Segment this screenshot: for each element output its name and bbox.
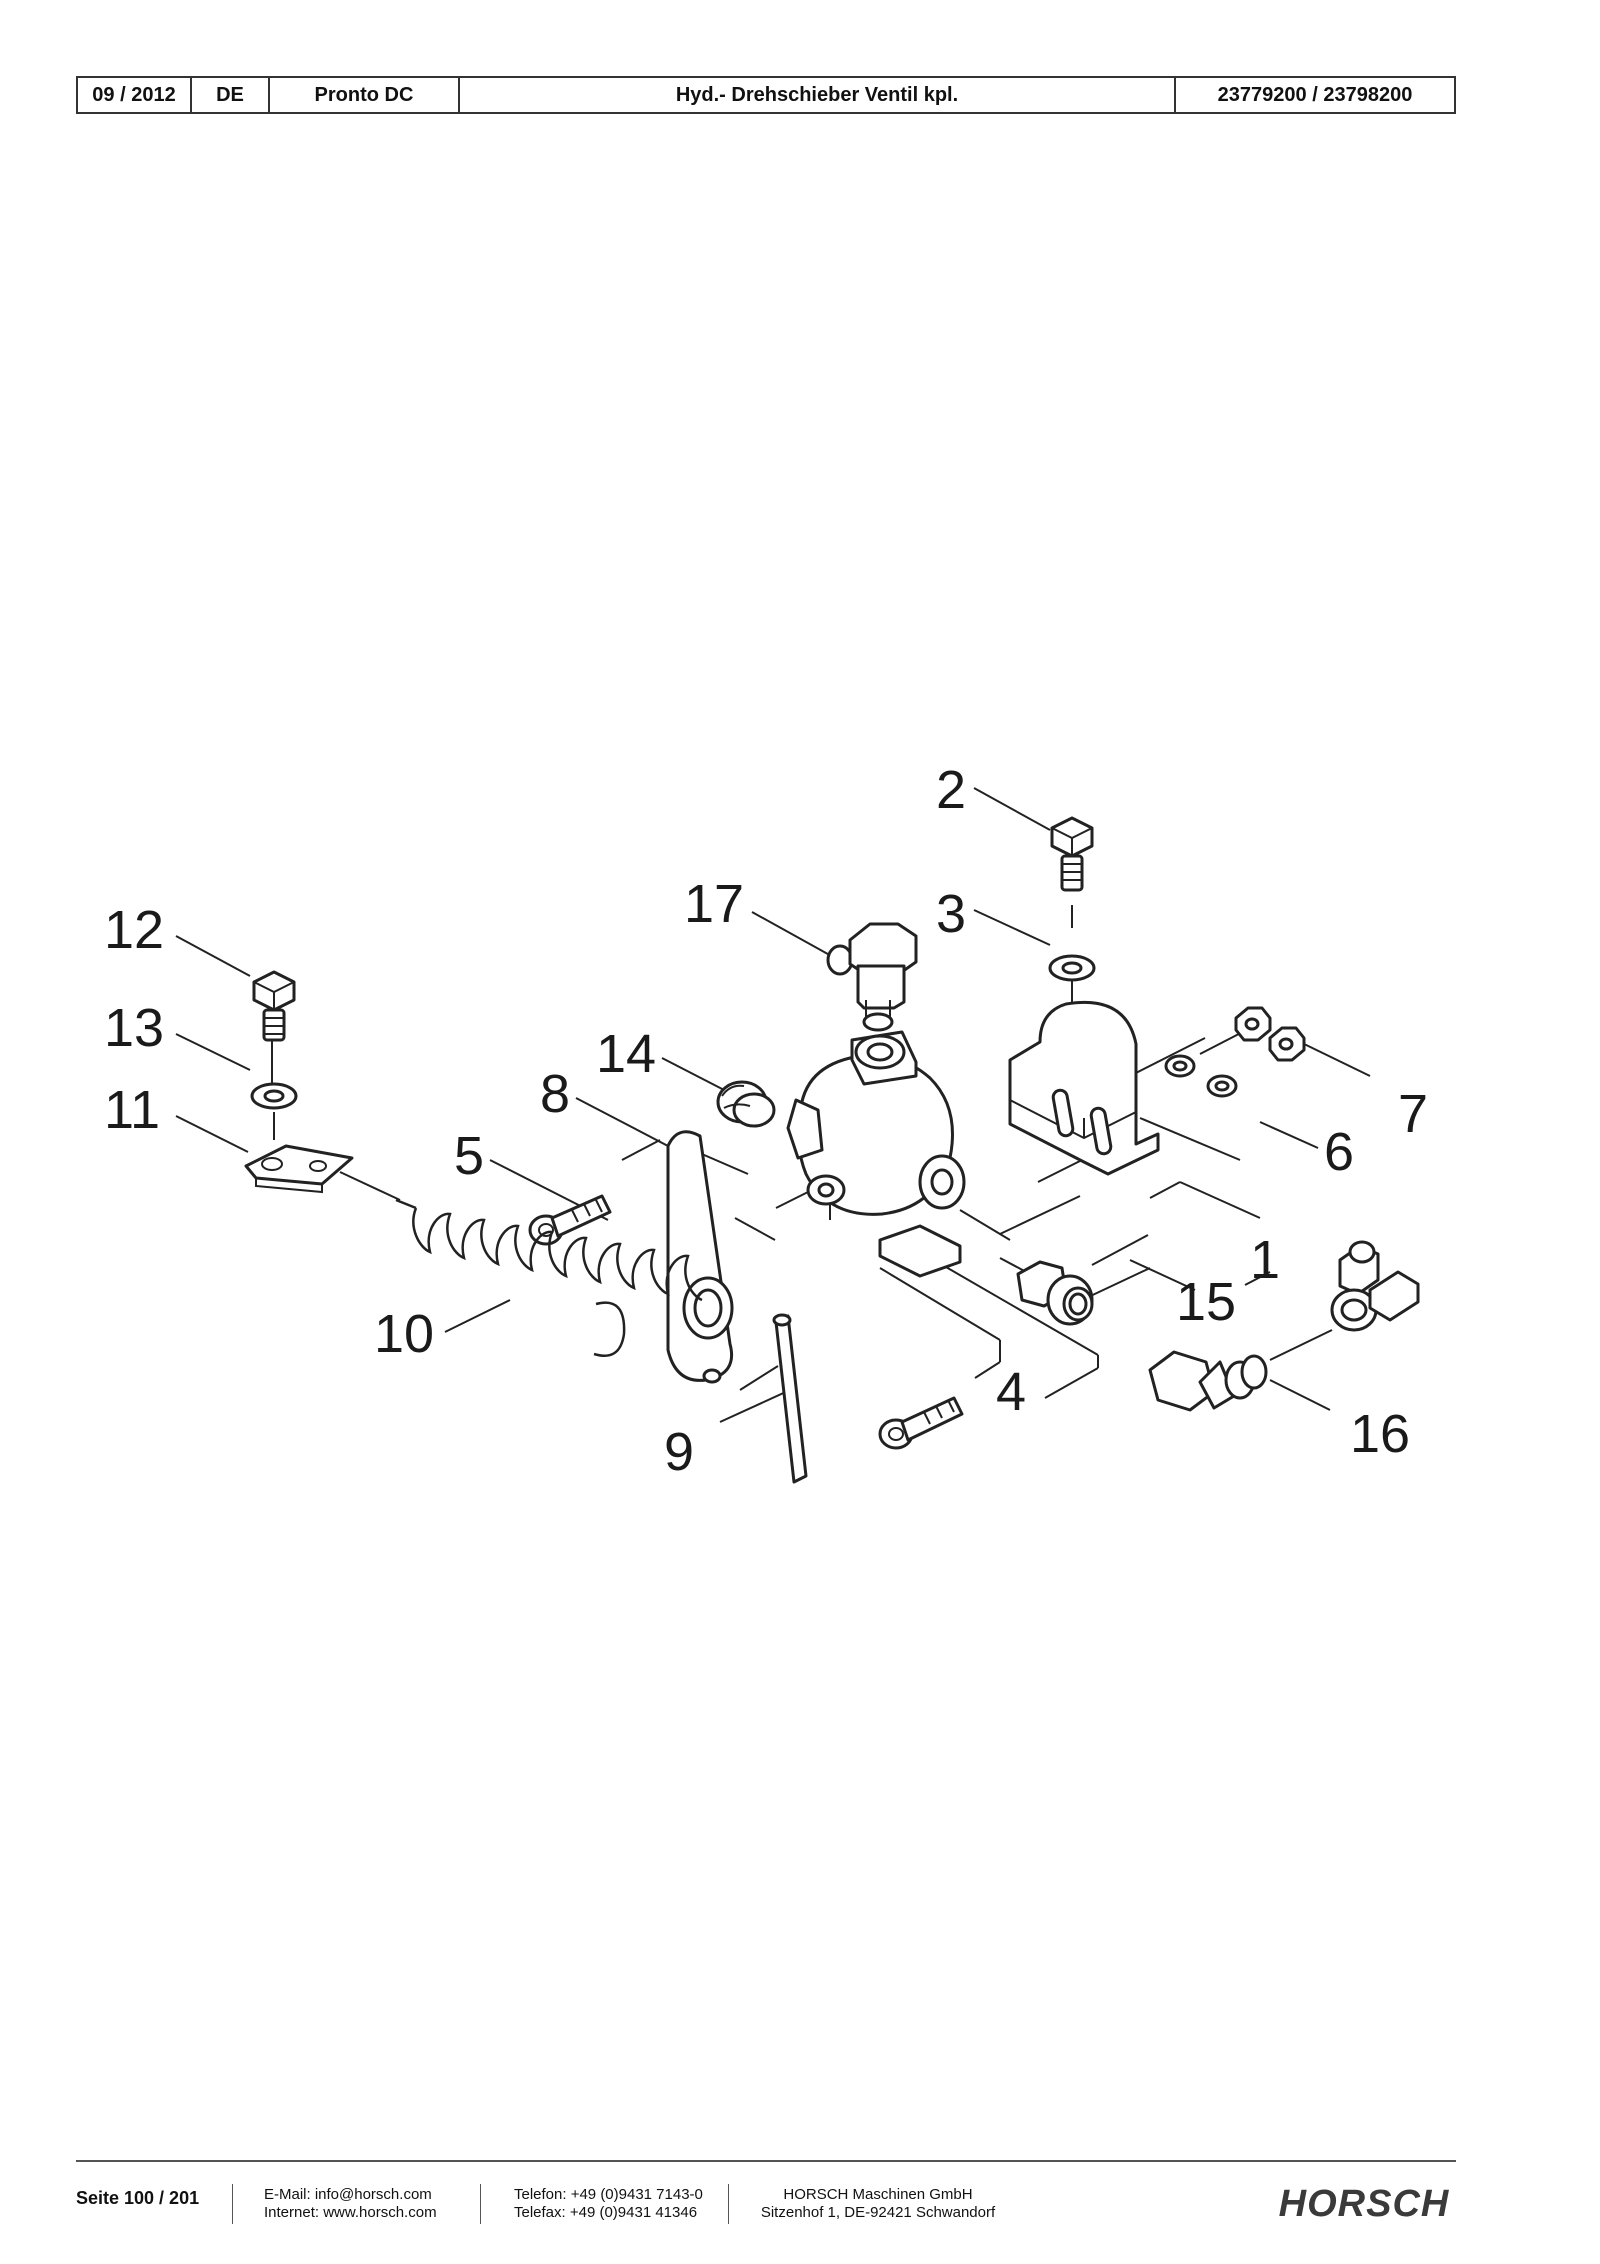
callout-5: 5 [454, 1126, 484, 1186]
callout-11: 11 [104, 1080, 160, 1140]
part-11-bracket [244, 1144, 354, 1194]
header-language: DE [192, 78, 270, 112]
logo-text: HORSCH [1279, 2183, 1450, 2224]
part-13-washer [250, 1082, 298, 1110]
callout-3: 3 [936, 884, 966, 944]
callout-17: 17 [684, 874, 744, 934]
callout-13: 13 [104, 998, 164, 1058]
footer-email: E-Mail: info@horsch.com [264, 2186, 432, 2203]
footer-separator [480, 2184, 481, 2224]
part-14-plug [716, 1080, 776, 1128]
header-machine: Pronto DC [270, 78, 460, 112]
header-table: 09 / 2012 DE Pronto DC Hyd.- Drehschiebe… [76, 76, 1456, 114]
callout-8: 8 [540, 1064, 570, 1124]
footer-separator [232, 2184, 233, 2224]
part-2-bolt [1050, 816, 1094, 892]
exploded-parts-drawing: 2 3 17 12 13 11 14 8 5 7 6 1 15 10 4 16 … [104, 760, 1428, 1484]
header-part-numbers: 23779200 / 23798200 [1217, 83, 1413, 106]
part-17-plug [826, 922, 918, 1032]
callout-1: 1 [1250, 1230, 1280, 1290]
footer-separator [728, 2184, 729, 2224]
callout-4: 4 [996, 1362, 1026, 1422]
callout-15: 15 [1176, 1272, 1236, 1332]
callout-9: 9 [664, 1422, 694, 1482]
footer-rule [76, 2160, 1456, 2162]
callout-6: 6 [1324, 1122, 1354, 1182]
part-16-fittings [1148, 1240, 1420, 1412]
footer-internet: Internet: www.horsch.com [264, 2204, 437, 2221]
part-9-pin [772, 1313, 808, 1484]
footer-company: HORSCH Maschinen GmbH [783, 2186, 973, 2203]
part-1-bracket [1008, 1000, 1160, 1176]
callout-12: 12 [104, 900, 164, 960]
part-15-fitting [1016, 1260, 1094, 1326]
footer-phone: Telefon: +49 (0)9431 7143-0 [514, 2186, 703, 2203]
horsch-logo: HORSCH [1279, 2183, 1450, 2224]
footer-address: HORSCH Maschinen GmbH Sitzenhof 1, DE-92… [760, 2186, 996, 2222]
footer-fax: Telefax: +49 (0)9431 41346 [514, 2204, 698, 2221]
header-date: 09 / 2012 [78, 78, 192, 112]
part-3-washer [1048, 954, 1096, 982]
part-7-nuts [1234, 1006, 1306, 1062]
callout-10: 10 [374, 1304, 434, 1364]
footer-page-number: Seite 100 / 201 [76, 2188, 200, 2208]
part-5-screw [528, 1194, 612, 1246]
part-10-spring [395, 1198, 703, 1357]
footer-phone-contact: Telefon: +49 (0)9431 7143-0 Telefax: +49… [514, 2186, 703, 2222]
callout-2: 2 [936, 760, 966, 820]
footer-web-contact: E-Mail: info@horsch.com Internet: www.ho… [264, 2186, 437, 2222]
callout-labels: 2 3 17 12 13 11 14 8 5 7 6 1 15 10 4 16 … [104, 760, 1428, 1482]
part-6-washers [1164, 1054, 1238, 1098]
part-4-screw [878, 1396, 964, 1450]
callout-7: 7 [1398, 1084, 1428, 1144]
part-8-lever [666, 1130, 734, 1384]
callout-14: 14 [596, 1024, 656, 1084]
callout-16: 16 [1350, 1404, 1410, 1464]
part-12-bolt [252, 970, 296, 1042]
header-title: Hyd.- Drehschieber Ventil kpl. [460, 78, 1176, 112]
footer-street: Sitzenhof 1, DE-92421 Schwandorf [760, 2204, 996, 2221]
valve-body [786, 1030, 966, 1278]
